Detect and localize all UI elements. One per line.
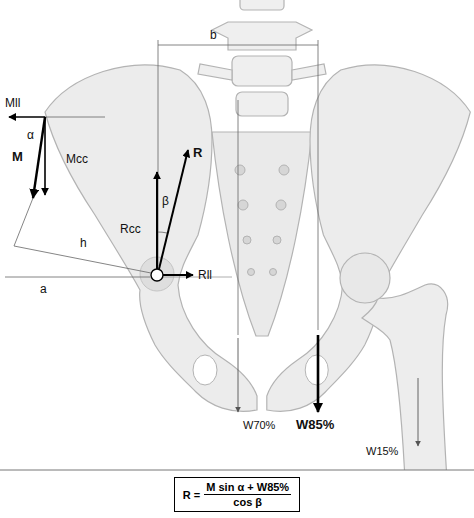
angle-label: α <box>27 128 34 142</box>
fraction: M sin α + W85%cos β <box>204 481 291 508</box>
bones <box>45 0 470 470</box>
weight-label: W70% <box>243 418 275 432</box>
formula-denominator: cos β <box>231 495 264 508</box>
lever-arm-label: h <box>80 236 87 250</box>
force-label: Mll <box>5 96 20 110</box>
formula-text: R = <box>183 489 200 501</box>
force-label: Rcc <box>120 222 141 236</box>
formula-numerator: M sin α + W85% <box>204 481 291 495</box>
force-label: M <box>12 150 23 164</box>
weight-label: W85% <box>296 418 334 432</box>
force-label: Rll <box>198 268 212 282</box>
force-label: R <box>193 146 202 160</box>
force-label: Mcc <box>66 152 88 166</box>
weight-label: W15% <box>366 444 398 458</box>
construction-lines <box>5 40 318 335</box>
angle-label: β <box>162 194 169 208</box>
separator <box>0 470 474 471</box>
lever-arm-label: a <box>40 282 47 296</box>
formula-box: R = M sin α + W85%cos β <box>174 477 300 512</box>
dimension-label: b <box>210 28 217 42</box>
force-arrows <box>9 117 418 446</box>
